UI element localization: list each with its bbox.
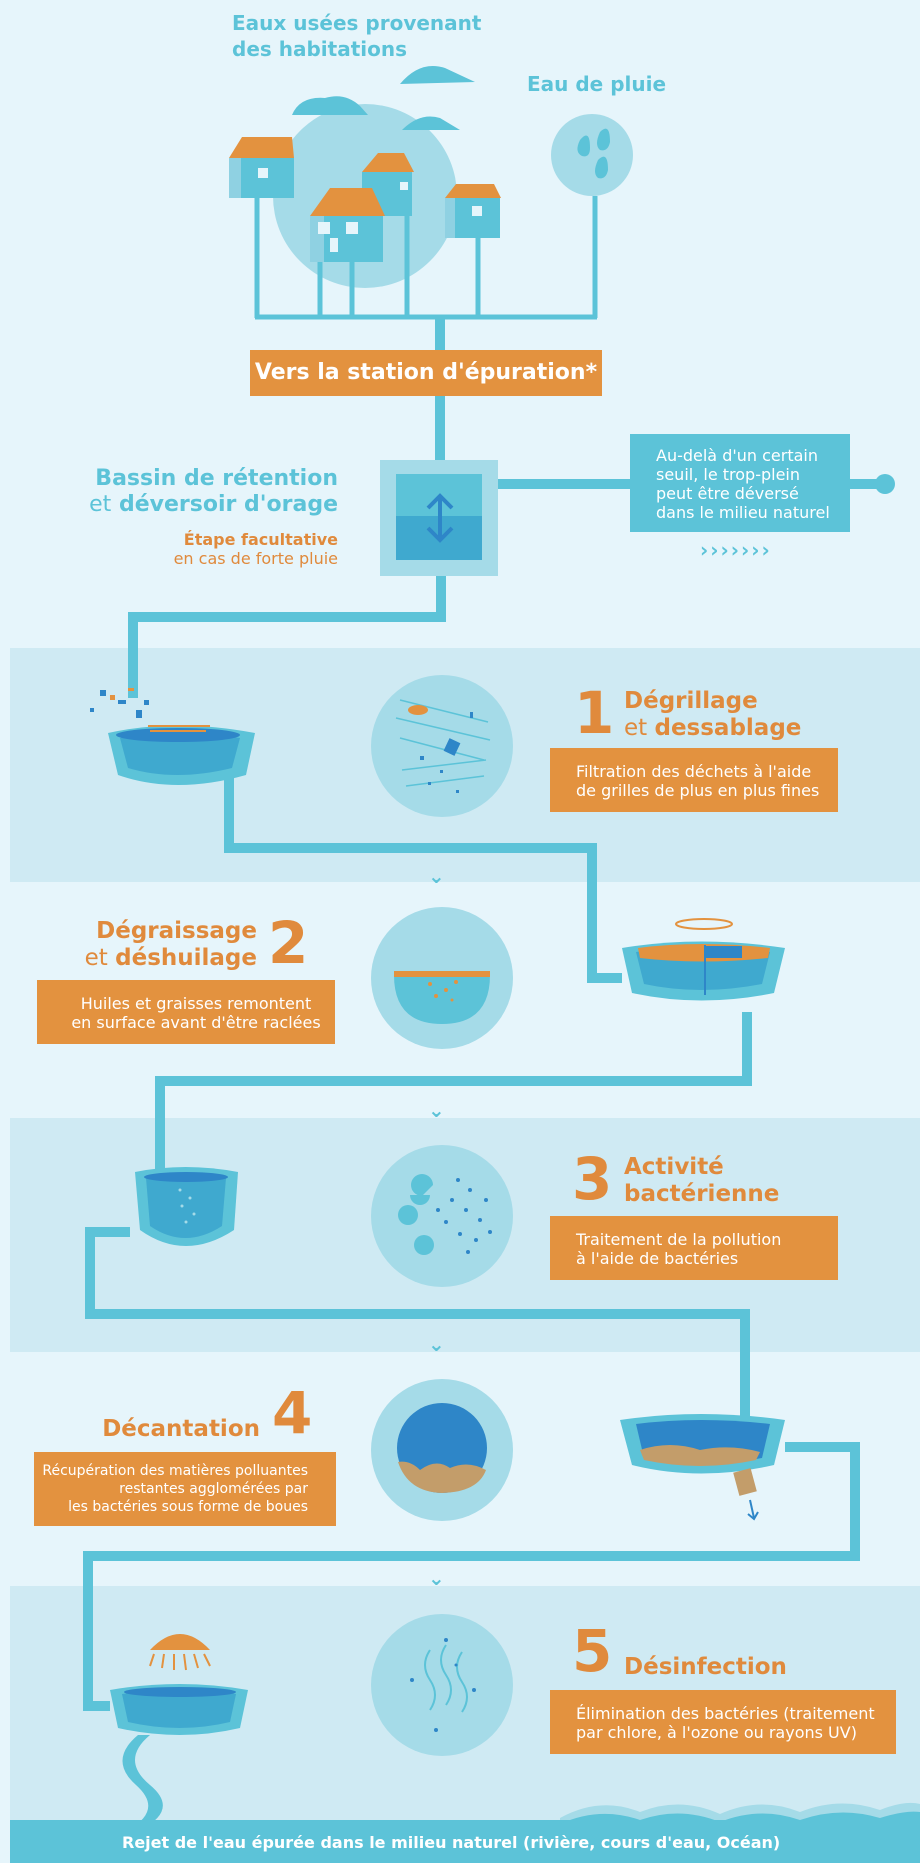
house-icon xyxy=(445,184,501,238)
rain-label: Eau de pluie xyxy=(527,72,667,96)
chevron-down-icon: ⌄ xyxy=(428,1332,445,1356)
step-5-desc-line: Élimination des bactéries (traitement xyxy=(576,1704,875,1723)
step-3-title: Activité bactérienne xyxy=(624,1154,779,1208)
retention-title: Bassin de rétention et déversoir d'orage xyxy=(89,466,338,518)
step-1-title-bold: dessablage xyxy=(654,715,802,741)
chevron-down-icon: ⌄ xyxy=(428,864,445,888)
overflow-box: Au-delà d'un certain seuil, le trop-plei… xyxy=(630,434,850,532)
step-4-description: Récupération des matières polluantes res… xyxy=(34,1452,336,1526)
step-4-number: 4 xyxy=(272,1379,313,1447)
step-5-title: Désinfection xyxy=(624,1654,787,1681)
overflow-line: Au-delà d'un certain xyxy=(656,446,818,465)
retention-title-line1: Bassin de rétention xyxy=(95,466,338,491)
step-2-title: Dégraissage et déshuilage xyxy=(85,918,257,972)
cloud-icon xyxy=(400,66,475,84)
retention-title-bold: déversoir d'orage xyxy=(118,492,338,517)
step-5-desc-line: par chlore, à l'ozone ou rayons UV) xyxy=(576,1723,857,1742)
step-3-description: Traitement de la pollution à l'aide de b… xyxy=(550,1216,838,1280)
step-1-description: Filtration des déchets à l'aide de grill… xyxy=(550,748,838,812)
step-5-title-line1: Désinfection xyxy=(624,1654,787,1680)
step-4-title: Décantation xyxy=(102,1416,260,1443)
step-2-number: 2 xyxy=(268,909,309,977)
retention-optional: Étape facultative en cas de forte pluie xyxy=(174,530,338,568)
step-3-title-line1: Activité xyxy=(624,1154,724,1180)
chevron-down-icon: ⌄ xyxy=(428,1566,445,1590)
station-label: Vers la station d'épuration* xyxy=(254,360,598,385)
wastewater-label: Eaux usées provenant des habitations xyxy=(232,10,481,62)
step-1-title: Dégrillage et dessablage xyxy=(624,688,801,742)
cloud-icon xyxy=(402,116,460,130)
station-banner: Vers la station d'épuration* xyxy=(250,350,602,396)
rain-circle xyxy=(551,114,633,196)
step-3-desc-line: à l'aide de bactéries xyxy=(576,1249,739,1268)
step-5-description: Élimination des bactéries (traitement pa… xyxy=(550,1690,896,1754)
screening-icon xyxy=(395,699,491,787)
debris-icon xyxy=(90,690,149,718)
bacteria-icon xyxy=(398,1174,434,1255)
step-4-desc-line: restantes agglomérées par xyxy=(119,1481,308,1497)
up-down-arrow-icon xyxy=(426,493,454,543)
step-1-title-prefix: et xyxy=(624,715,648,741)
down-arrow-icon xyxy=(747,1499,759,1521)
house-icon xyxy=(310,188,385,262)
overflow-line: dans le milieu naturel xyxy=(656,503,830,522)
wastewater-line2: des habitations xyxy=(232,37,408,61)
step-5-circle xyxy=(371,1614,513,1756)
step-3-desc-line: Traitement de la pollution xyxy=(576,1230,782,1249)
step-5-number: 5 xyxy=(572,1617,613,1685)
step-2-title-prefix: et xyxy=(84,945,108,971)
rain-drops-icon xyxy=(577,128,610,179)
step-3-number: 3 xyxy=(572,1145,613,1213)
step-4-desc-line: Récupération des matières polluantes xyxy=(42,1463,308,1479)
step-1-number: 1 xyxy=(574,679,615,747)
step-4-desc-line: les bactéries sous forme de boues xyxy=(68,1499,308,1515)
overflow-arrows: ››››››› xyxy=(700,538,772,562)
chevron-down-icon: ⌄ xyxy=(428,1098,445,1122)
step-2-description: Huiles et graisses remontent en surface … xyxy=(37,980,335,1044)
retention-optional-detail: en cas de forte pluie xyxy=(173,549,338,568)
cloud-icon xyxy=(292,96,368,115)
step-4-title-line1: Décantation xyxy=(102,1416,260,1442)
house-icon xyxy=(362,153,414,216)
step-1-desc-line: Filtration des déchets à l'aide xyxy=(576,762,812,781)
house-icon xyxy=(229,137,294,198)
step-1-desc-line: de grilles de plus en plus fines xyxy=(576,781,820,800)
step-3-title-bold: bactérienne xyxy=(624,1181,780,1207)
step-1-circle xyxy=(371,675,513,817)
step-2-title-bold: déshuilage xyxy=(115,945,257,971)
step-2-title-line1: Dégraissage xyxy=(96,918,257,944)
step-2-desc-line: Huiles et graisses remontent xyxy=(80,994,312,1013)
step-2-desc-line: en surface avant d'être raclées xyxy=(71,1013,321,1032)
retention-title-prefix: et xyxy=(89,492,112,517)
overflow-line: peut être déversé xyxy=(656,484,799,503)
release-label: Rejet de l'eau épurée dans le milieu nat… xyxy=(122,1833,781,1852)
retention-optional-label: Étape facultative xyxy=(183,530,338,549)
overflow-line: seuil, le trop-plein xyxy=(656,465,801,484)
step-3-circle xyxy=(371,1145,513,1287)
step-1-title-line1: Dégrillage xyxy=(624,688,758,714)
wastewater-line1: Eaux usées provenant xyxy=(232,11,482,35)
uv-lamp-icon xyxy=(150,1634,210,1650)
